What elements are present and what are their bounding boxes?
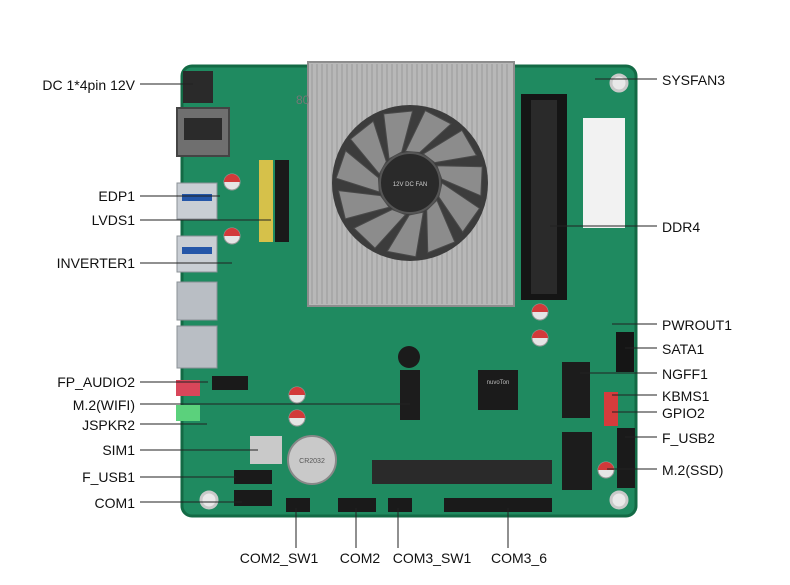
label-lvds1: LVDS1 (91, 212, 135, 228)
label-com3-6: COM3_6 (490, 550, 548, 566)
jumper (388, 498, 412, 512)
com3-6-header (444, 498, 552, 512)
svg-text:CR2032: CR2032 (299, 458, 325, 465)
com-header (234, 470, 272, 484)
fan-blade (438, 182, 481, 233)
label-f-usb2: F_USB2 (662, 430, 715, 446)
silk-number: 80 (296, 93, 310, 107)
mount-hole (609, 73, 629, 93)
label-com1: COM1 (94, 495, 135, 511)
label-com3-sw1: COM3_SW1 (392, 550, 472, 566)
com2-header (338, 498, 376, 512)
fan-blade (404, 109, 452, 154)
lan-port (176, 325, 218, 369)
label-gpio2: GPIO2 (662, 405, 705, 421)
buzzer (398, 346, 420, 368)
label-ddr4: DDR4 (662, 219, 701, 235)
mosfets (372, 460, 552, 484)
label-sata1: SATA1 (662, 341, 705, 357)
fan-blade (386, 211, 424, 258)
label-edp1: EDP1 (98, 188, 135, 204)
fan-blade (335, 149, 380, 193)
f-usb2-header (617, 428, 635, 488)
ngff-slot (562, 362, 590, 418)
capacitor-top (224, 228, 240, 236)
kbms-header (604, 392, 618, 426)
lvds-header (259, 160, 273, 242)
label-inverter1: INVERTER1 (56, 255, 135, 271)
m2-ssd-slot (562, 432, 592, 490)
label-com2-sw1: COM2_SW1 (239, 550, 319, 566)
fan-blade (426, 199, 456, 254)
capacitor-top (224, 174, 240, 182)
fan-blade (422, 129, 478, 164)
label-sim1: SIM1 (102, 442, 135, 458)
fan-hub (379, 152, 441, 214)
dc-jack (183, 71, 213, 103)
capacitor-top (598, 462, 614, 470)
label-ngff1: NGFF1 (662, 366, 708, 382)
label-com2: COM2 (339, 550, 381, 566)
label-dc-power: DC 1*4pin 12V (42, 77, 135, 93)
label-f-usb1: F_USB1 (82, 469, 135, 485)
mount-hole (609, 490, 629, 510)
audio-jack (176, 380, 200, 396)
label-pwrout1: PWROUT1 (662, 317, 732, 333)
m2-wifi-slot (400, 370, 420, 420)
svg-text:nuvoTon: nuvoTon (487, 380, 510, 386)
mount-hole (199, 490, 219, 510)
com-header (234, 490, 272, 506)
label-m2-ssd: M.2(SSD) (662, 462, 724, 478)
fan-blade (436, 165, 483, 197)
super-io-chip (478, 370, 518, 410)
capacitor-top (532, 330, 548, 338)
ddr4-label (583, 118, 625, 228)
capacitor-top (289, 387, 305, 395)
fan-blade (337, 190, 390, 220)
sata-connector (616, 332, 634, 372)
fan-blade (353, 208, 407, 249)
capacitor-top (532, 304, 548, 312)
label-jspkr2: JSPKR2 (82, 417, 135, 433)
label-sysfan3: SYSFAN3 (662, 72, 726, 88)
fan-blade (383, 110, 414, 160)
fp-audio-header (212, 376, 248, 390)
cmos-battery (287, 435, 337, 485)
jumper (286, 498, 310, 512)
capacitor-top (289, 410, 305, 418)
lan-port (176, 281, 218, 321)
fan-blade (349, 120, 387, 175)
label-m2-wifi: M.2(WIFI) (72, 397, 135, 413)
label-kbms1: KBMS1 (662, 388, 710, 404)
fan-label: 12V DC FAN (393, 182, 427, 188)
edp-header (275, 160, 289, 242)
audio-jack (176, 405, 200, 421)
label-fp-audio2: FP_AUDIO2 (57, 374, 135, 390)
